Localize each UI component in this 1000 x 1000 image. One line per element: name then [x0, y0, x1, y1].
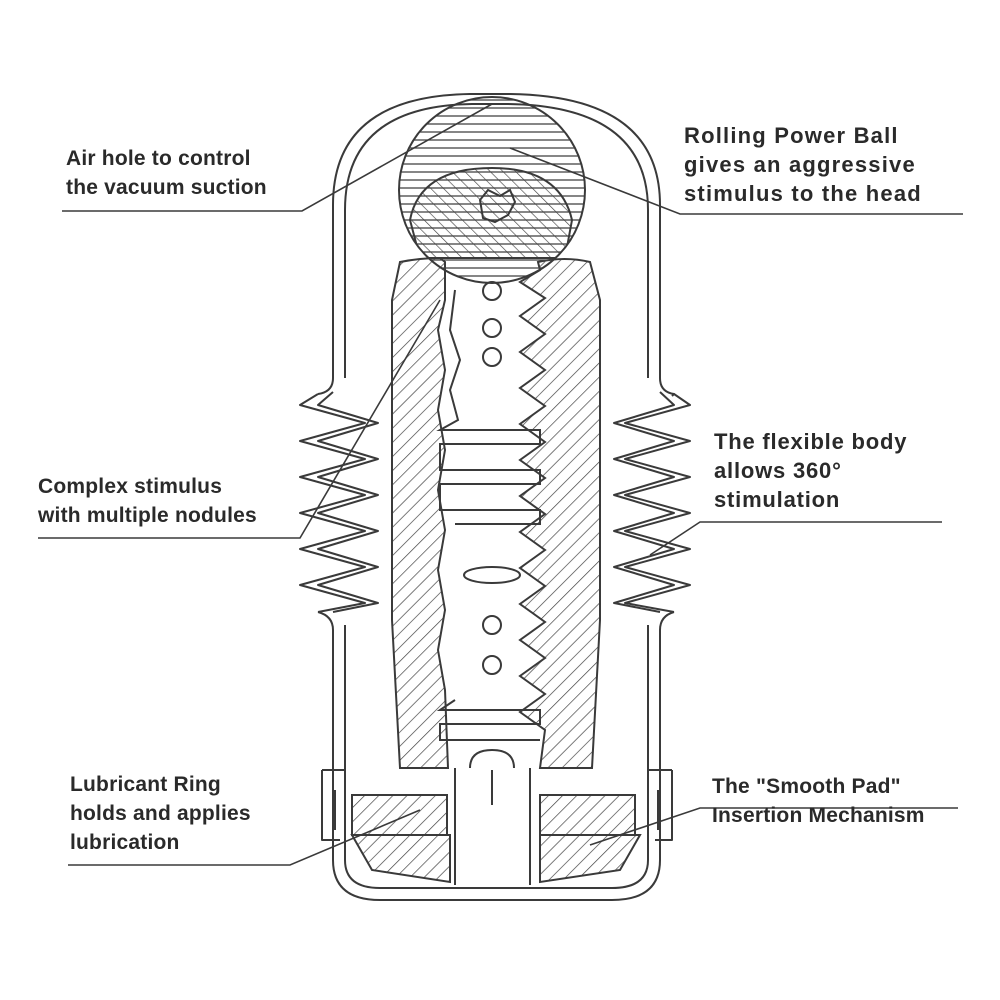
- leader-power-ball: [509, 147, 963, 215]
- label-power-ball-line: Rolling Power Ball: [684, 123, 899, 148]
- label-smooth-pad: The "Smooth Pad" Insertion Mechanism: [712, 772, 925, 830]
- label-complex-stimulus: Complex stimulus with multiple nodules: [38, 472, 257, 530]
- label-lubricant-ring-line: Lubricant Ring: [70, 773, 221, 796]
- label-complex-stimulus-line: Complex stimulus: [38, 475, 223, 498]
- leader-lines: [38, 103, 963, 866]
- outer-shell: [299, 93, 691, 901]
- label-flexible-body-line: allows 360°: [714, 458, 842, 483]
- label-complex-stimulus-line: with multiple nodules: [38, 504, 257, 527]
- leader-air-hole: [62, 103, 493, 212]
- label-lubricant-ring-line: holds and applies: [70, 802, 251, 825]
- label-air-hole-line: Air hole to control: [66, 147, 251, 170]
- leader-lubricant: [68, 809, 421, 866]
- label-power-ball-line: gives an aggressive: [684, 152, 916, 177]
- label-flexible-body-line: stimulation: [714, 487, 841, 512]
- leader-complex: [38, 299, 441, 539]
- label-power-ball-line: stimulus to the head: [684, 181, 922, 206]
- label-smooth-pad-line: The "Smooth Pad": [712, 775, 901, 798]
- label-air-hole: Air hole to control the vacuum suction: [66, 144, 267, 202]
- label-lubricant-ring-line: lubrication: [70, 831, 180, 854]
- leader-smooth-pad: [589, 807, 958, 846]
- smooth-pad-base: [350, 748, 642, 885]
- rolling-power-ball: [398, 96, 586, 284]
- label-air-hole-line: the vacuum suction: [66, 176, 267, 199]
- label-flexible-body: The flexible body allows 360° stimulatio…: [714, 427, 907, 514]
- label-smooth-pad-line: Insertion Mechanism: [712, 804, 925, 827]
- leader-flexible: [649, 521, 942, 556]
- label-lubricant-ring: Lubricant Ring holds and applies lubrica…: [70, 770, 251, 857]
- inner-sleeve: [391, 256, 601, 769]
- label-power-ball: Rolling Power Ball gives an aggressive s…: [684, 121, 922, 208]
- label-flexible-body-line: The flexible body: [714, 429, 908, 454]
